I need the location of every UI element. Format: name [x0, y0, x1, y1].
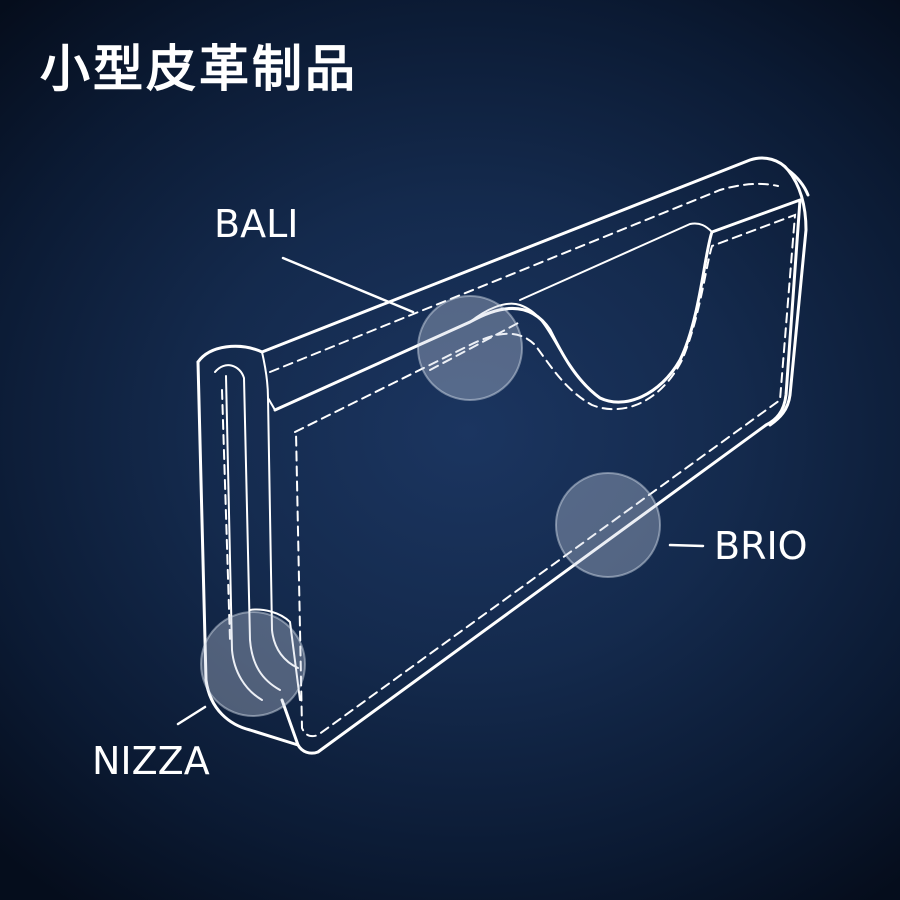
nizza-hotspot[interactable] — [200, 611, 306, 717]
wallet-front-panel — [273, 198, 802, 755]
wallet-stitch-flap — [429, 321, 521, 371]
wallet-flap-top — [519, 222, 713, 301]
wallet-flap-ridge — [469, 302, 561, 351]
callout-label-bali[interactable]: BALI — [214, 202, 299, 246]
bali-leader-line — [281, 256, 415, 314]
brio-leader-line — [668, 543, 705, 548]
callout-label-nizza[interactable]: NIZZA — [92, 739, 210, 783]
wallet-stitch-front — [294, 213, 797, 738]
wallet-card-edge — [249, 608, 301, 701]
wallet-gusset-inner — [214, 364, 281, 691]
wallet-side-gusset — [196, 360, 300, 747]
nizza-leader-line — [176, 705, 207, 726]
bali-hotspot[interactable] — [417, 295, 523, 401]
wallet-gusset-fold — [225, 375, 263, 701]
wallet-stitch-gusset — [221, 389, 231, 641]
wallet-top-edge — [196, 156, 810, 364]
wallet-gusset-fold-2 — [267, 397, 299, 669]
brio-hotspot[interactable] — [555, 472, 661, 578]
page-title: 小型皮革制品 — [40, 40, 358, 98]
wallet-back-right-edge — [768, 168, 808, 427]
callout-label-brio[interactable]: BRIO — [714, 524, 808, 568]
wallet-stitch-top — [269, 182, 779, 373]
